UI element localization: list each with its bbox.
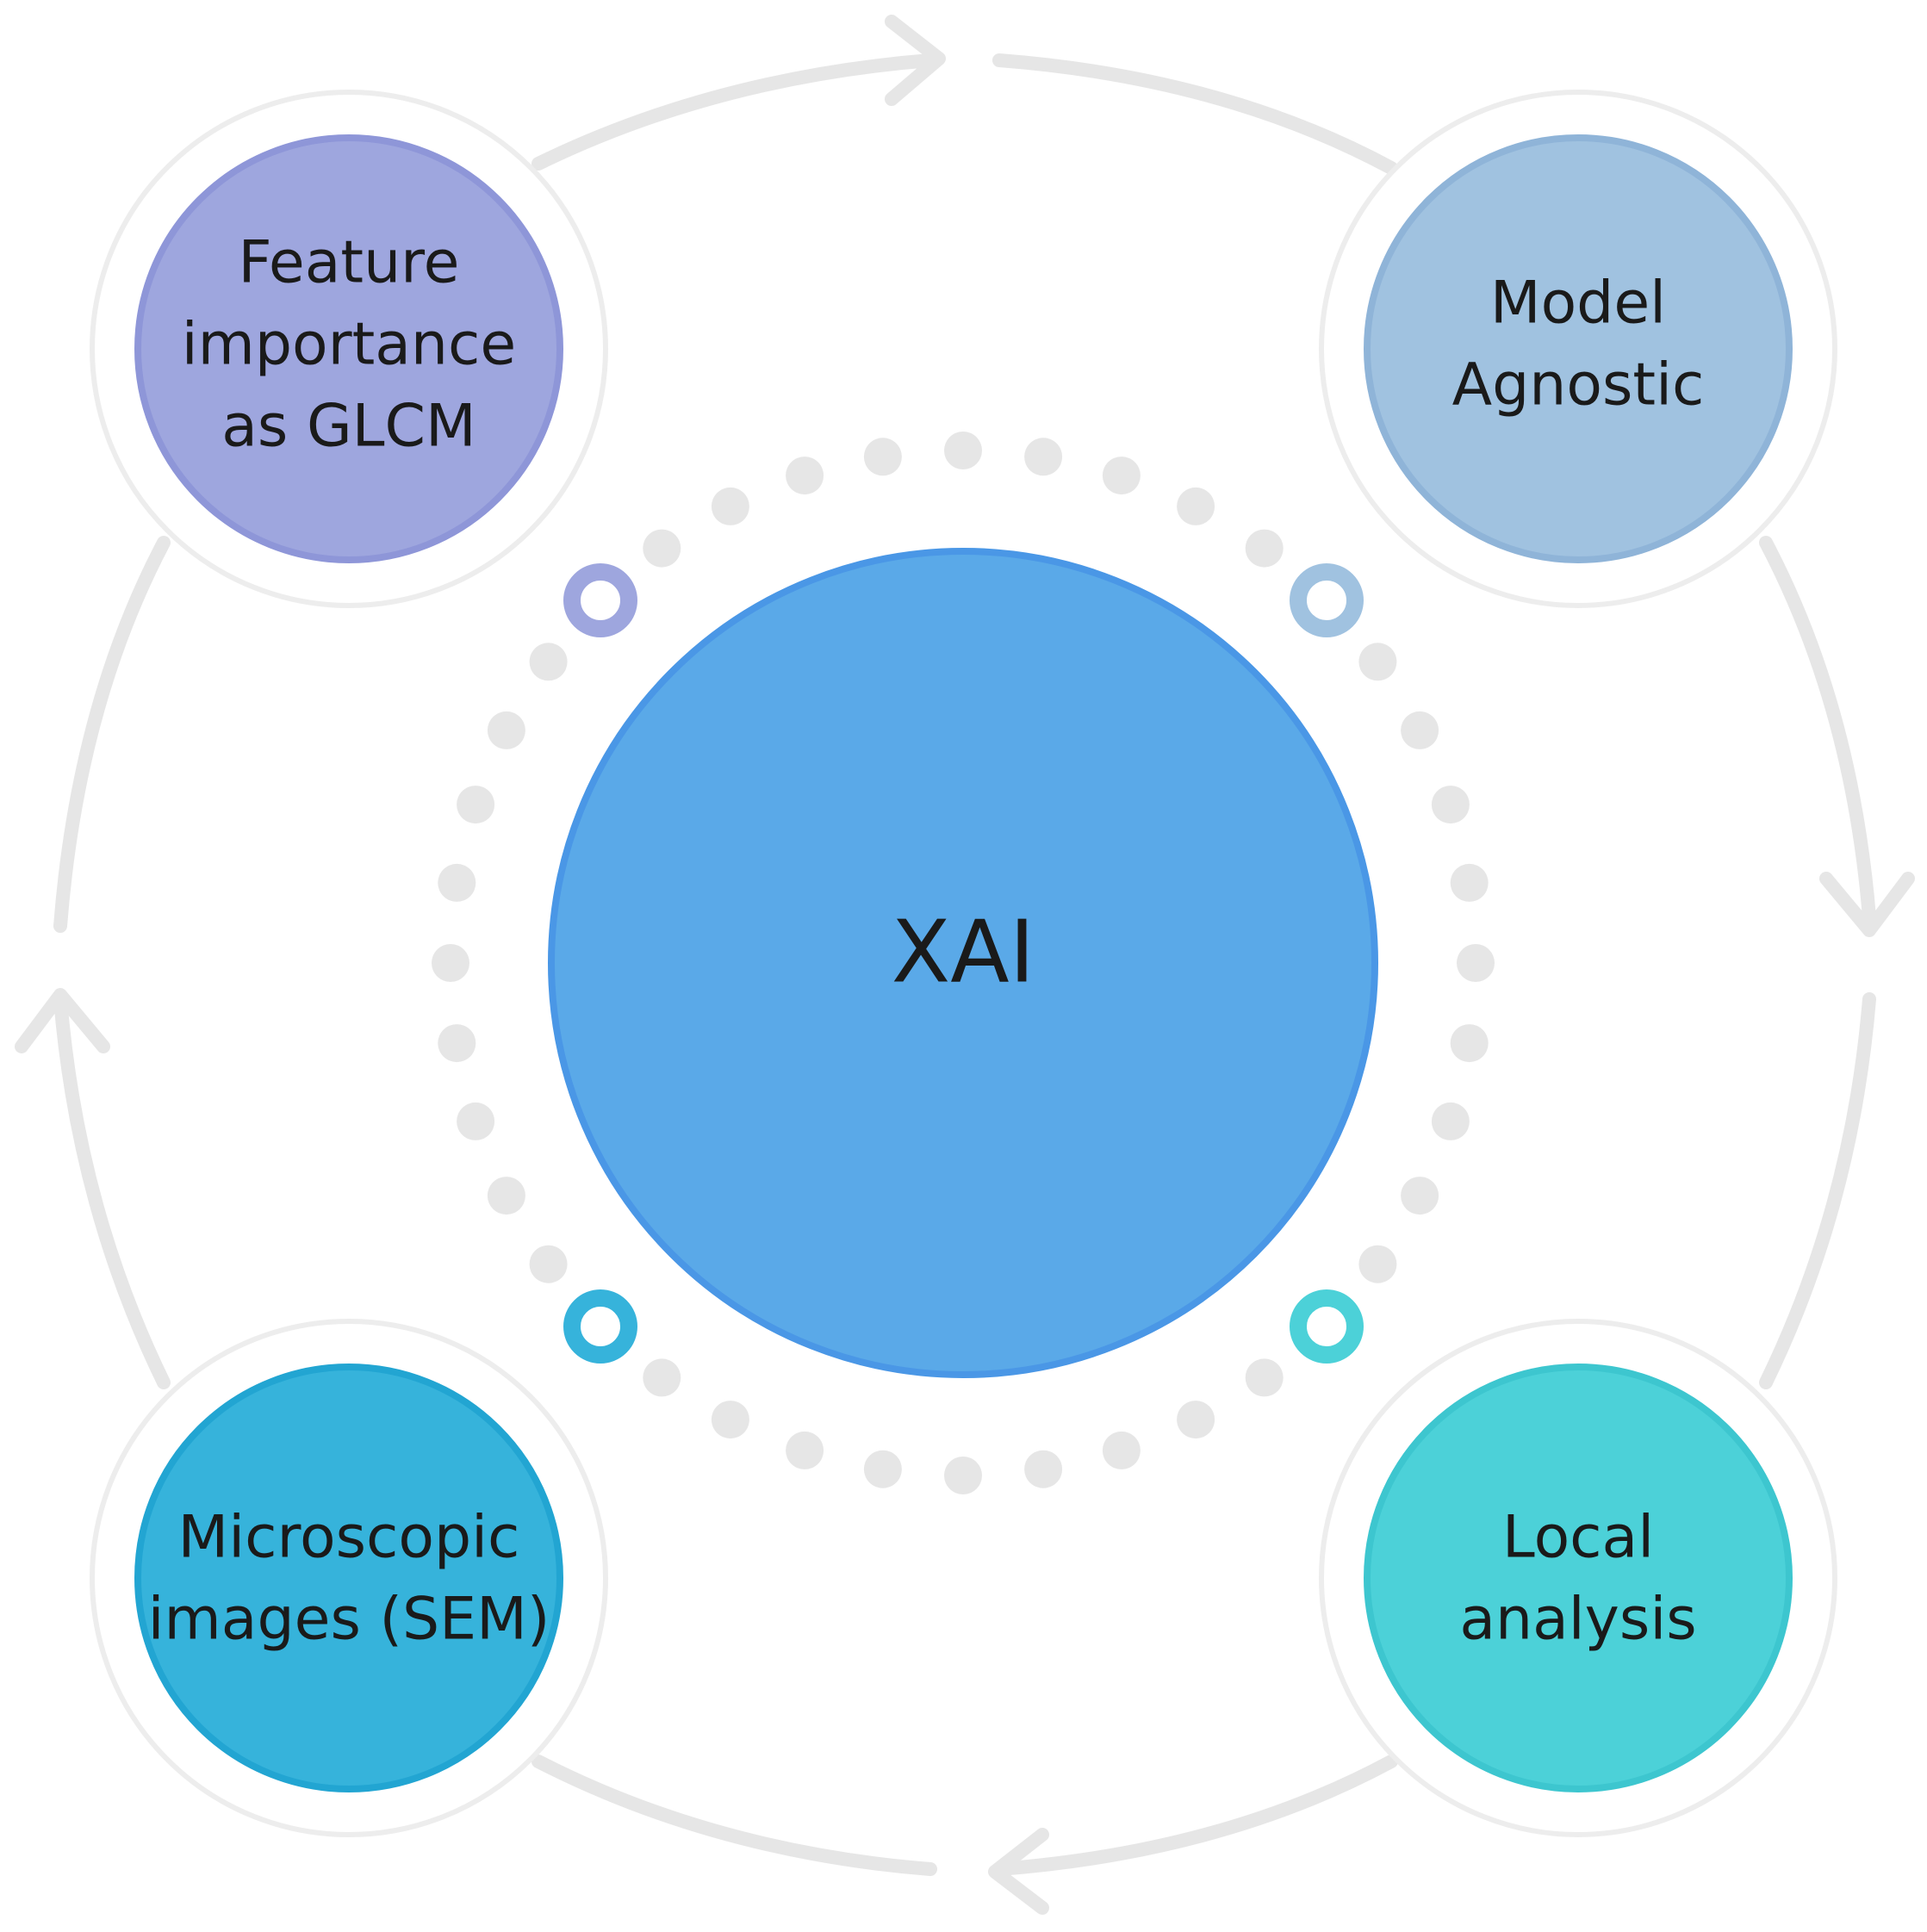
ring-dot: [711, 487, 749, 525]
ring-dot: [1358, 643, 1397, 681]
accent-ring-bottom-left: [563, 1289, 637, 1364]
ring-dot: [863, 1450, 902, 1488]
ring-dot: [1401, 1177, 1439, 1215]
ring-dot: [944, 1457, 982, 1494]
node-label-line: Local: [1502, 1504, 1654, 1572]
node-bottom-left: Microscopic images (SEM): [90, 1319, 608, 1837]
node-bottom-right: Local analysis: [1319, 1319, 1837, 1837]
ring-dot: [438, 1024, 476, 1063]
node-circle: [134, 134, 563, 563]
ring-dot: [1450, 1024, 1489, 1063]
ring-dot: [1450, 863, 1489, 902]
ring-dot: [711, 1401, 749, 1439]
node-label-line: Model: [1490, 270, 1666, 338]
ring-dot: [1457, 944, 1495, 982]
accent-ring-top-left: [563, 563, 637, 637]
node-label-line: analysis: [1459, 1586, 1696, 1654]
dotted-ring: [432, 432, 1495, 1494]
ring-dot: [1024, 1450, 1063, 1488]
arc-bottom-left-to-left: [53, 992, 171, 1389]
center-label: XAI: [892, 902, 1035, 1003]
arc-top-to-top-right: [992, 53, 1398, 175]
arc-right-to-bottom-right: [1759, 992, 1876, 1389]
arrow-head-bottom: [988, 1828, 1049, 1915]
ring-dot: [1245, 1358, 1284, 1397]
accent-ring-top-right: [1290, 563, 1364, 637]
node-circle: [1364, 1364, 1793, 1792]
arrow-head-top: [885, 15, 946, 106]
ring-dot: [1024, 438, 1063, 476]
node-label-line: as GLCM: [221, 393, 476, 461]
ring-dot: [786, 1431, 824, 1469]
center-circle: [548, 548, 1378, 1378]
ring-dot: [529, 643, 568, 681]
ring-dot: [1431, 786, 1470, 824]
ring-dot: [432, 944, 469, 982]
arc-left-to-top-left: [53, 536, 171, 933]
center-node: XAI: [548, 548, 1378, 1378]
node-label-line: Microscopic: [178, 1504, 520, 1572]
ring-dot: [643, 529, 681, 568]
ring-dot: [863, 438, 902, 476]
outer-nodes: Feature importance as GLCM ModelAgnosticMic…: [90, 90, 1837, 1837]
node-label-line: images (SEM): [148, 1586, 550, 1654]
node-circle: [134, 1364, 563, 1792]
ring-dot: [1177, 487, 1215, 525]
ring-dot: [438, 863, 476, 902]
ring-dot: [457, 1102, 495, 1140]
cycle-arrows: [15, 15, 1915, 1915]
ring-dot: [1401, 711, 1439, 749]
ring-dot: [1358, 1245, 1397, 1283]
accent-rings: [563, 563, 1364, 1364]
accent-ring-bottom-right: [1290, 1289, 1364, 1364]
ring-dot: [487, 711, 525, 749]
cycle-connectors: [53, 53, 1876, 1876]
ring-dot: [1102, 457, 1141, 495]
ring-dot: [1177, 1401, 1215, 1439]
arc-top-left-to-top: [531, 53, 937, 171]
arc-bottom-to-bottom-left: [531, 1755, 937, 1876]
arrow-head-right: [1819, 872, 1915, 937]
ring-dot: [1245, 529, 1284, 568]
ring-dot: [457, 786, 495, 824]
ring-dot: [1431, 1102, 1470, 1140]
node-label-line: Feature: [239, 229, 460, 297]
arc-bottom-right-to-bottom: [992, 1755, 1398, 1876]
node-circle: [1364, 134, 1793, 563]
node-label-line: importance: [182, 311, 517, 379]
ring-dot: [529, 1245, 568, 1283]
node-label-line: Agnostic: [1452, 351, 1705, 419]
ring-dot: [487, 1177, 525, 1215]
ring-dot: [944, 432, 982, 469]
arrow-head-left: [15, 988, 110, 1053]
ring-dot: [786, 457, 824, 495]
node-top-left: Feature importance as GLCM: [90, 90, 608, 608]
ring-dot: [643, 1358, 681, 1397]
arc-top-right-to-right: [1759, 536, 1876, 924]
ring-dot: [1102, 1431, 1141, 1469]
